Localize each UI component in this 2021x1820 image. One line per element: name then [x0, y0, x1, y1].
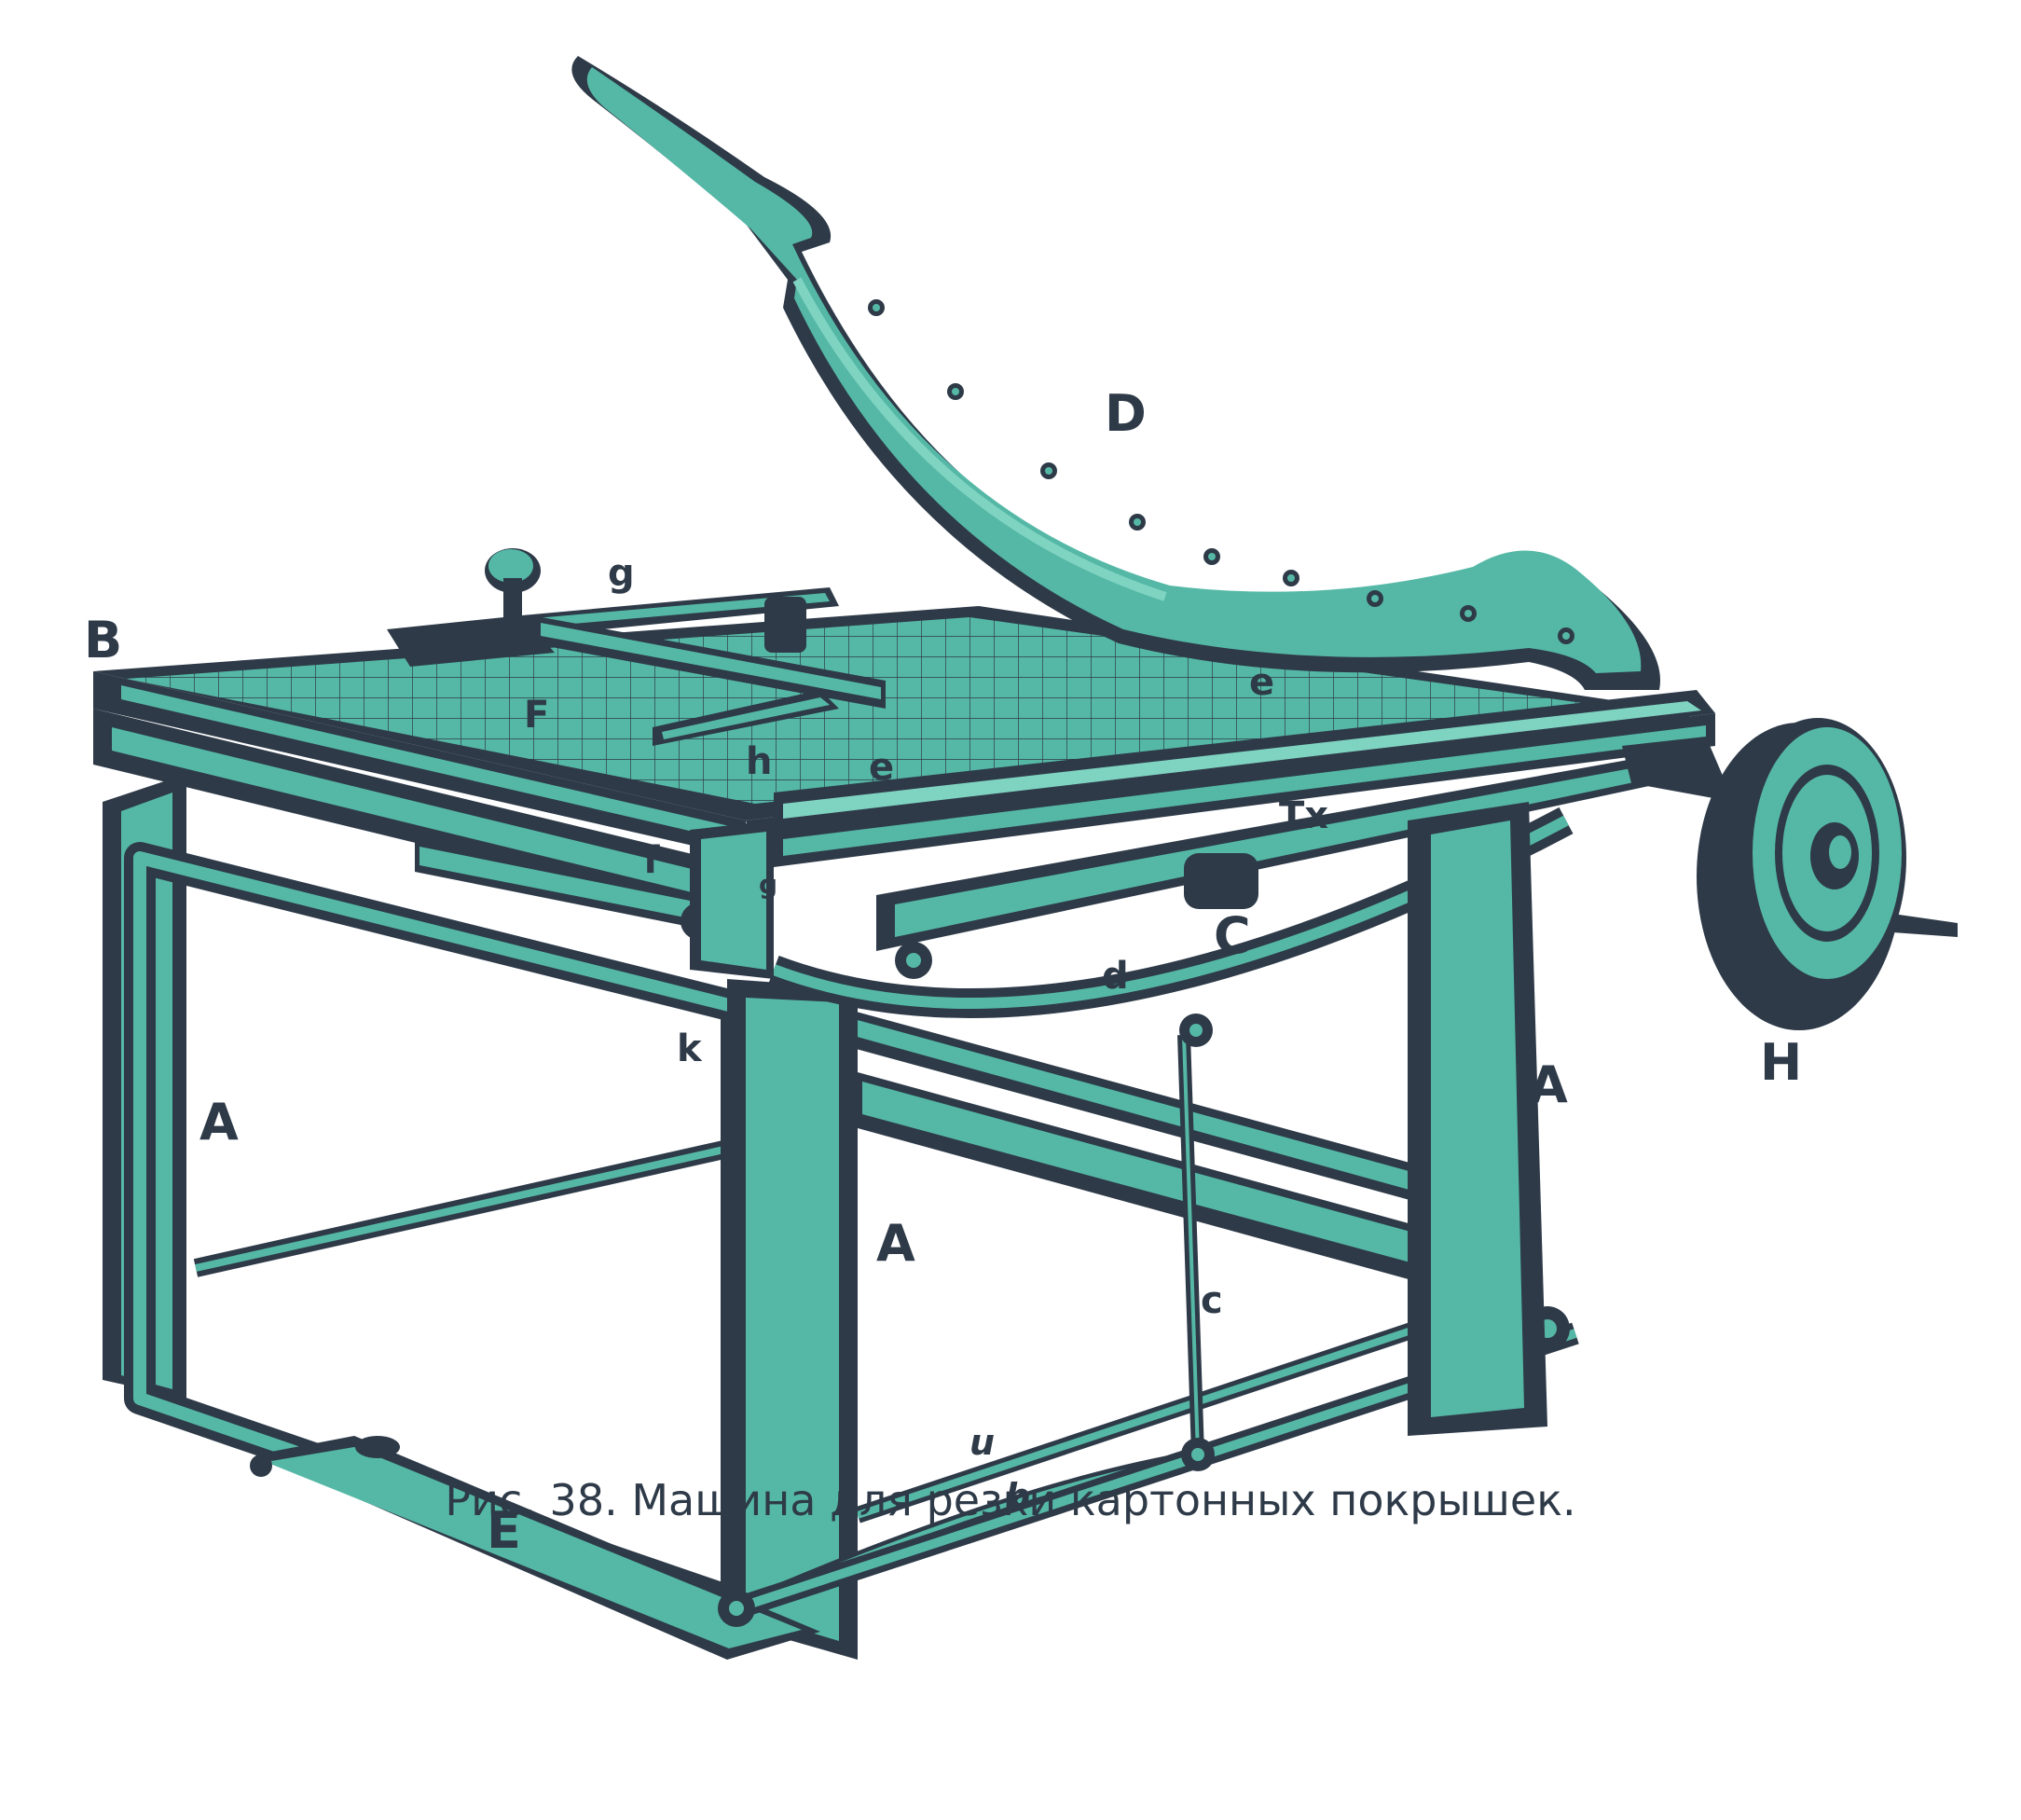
right-side-beam	[858, 1072, 1436, 1287]
figure-caption: Рис. 38. Машина для резки картонных покр…	[445, 1475, 1576, 1525]
front-block	[690, 820, 774, 979]
gauge-bar	[531, 597, 886, 709]
label-F: F	[524, 694, 549, 737]
block-c	[1184, 853, 1258, 909]
label-A-left: A	[199, 1093, 239, 1151]
label-e-left: e	[869, 746, 894, 789]
flywheel	[1697, 718, 1958, 1030]
label-b: b	[1005, 1476, 1030, 1517]
label-C: C	[1214, 906, 1251, 965]
label-h: h	[746, 740, 772, 783]
label-g-side: g	[759, 869, 777, 900]
label-e-right: e	[1249, 661, 1274, 704]
front-upper-rail	[93, 709, 746, 923]
gauge-h	[653, 690, 839, 746]
label-u: u	[969, 1422, 995, 1463]
label-k: k	[677, 1027, 703, 1070]
label-A-right: A	[1529, 1055, 1568, 1114]
wheel-arm	[1622, 737, 1734, 802]
right-rear-leg	[1408, 802, 1547, 1436]
blade-lever	[571, 56, 1661, 690]
label-d: d	[1102, 955, 1129, 998]
blade-rail	[774, 690, 1715, 979]
label-A-mid: A	[876, 1214, 915, 1273]
label-g-top: g	[608, 552, 635, 595]
label-Tx: Tx	[1279, 794, 1328, 837]
front-leg	[727, 979, 858, 1660]
label-E: E	[487, 1501, 521, 1560]
label-D: D	[1105, 384, 1147, 443]
label-H: H	[1760, 1033, 1802, 1092]
paper-clamp	[387, 548, 839, 667]
label-B: B	[84, 611, 122, 669]
label-f: f	[643, 839, 660, 882]
foot-pedal	[250, 1436, 820, 1660]
label-c: c	[1201, 1279, 1223, 1322]
